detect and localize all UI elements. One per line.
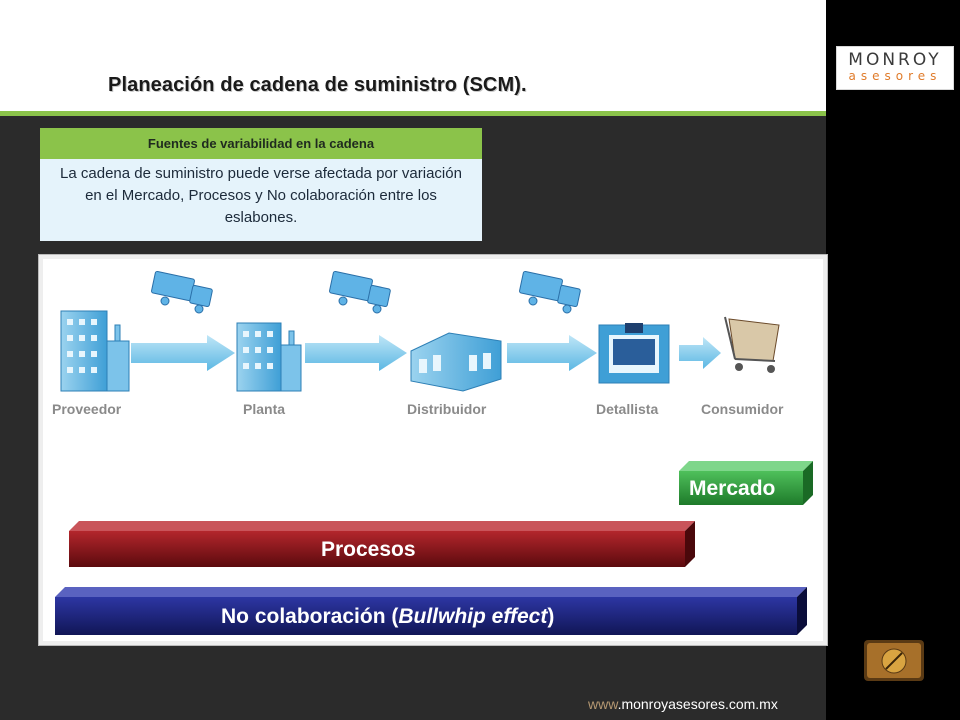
info-box-body: La cadena de suministro puede verse afec…	[60, 165, 462, 226]
footer-domain: .monroyasesores.com.mx	[617, 696, 778, 712]
mercado-bar	[679, 461, 813, 505]
no-colaboracion-suffix: )	[547, 605, 555, 628]
supplier-building-icon	[60, 310, 130, 392]
shopping-cart-icon	[724, 316, 780, 373]
arrow-distribuidor-detallista	[507, 335, 597, 371]
mercado-label: Mercado	[689, 477, 776, 500]
procesos-label: Procesos	[321, 538, 416, 561]
right-panel	[826, 0, 960, 720]
supply-chain-graphic	[55, 270, 813, 635]
procesos-bar	[69, 521, 695, 567]
info-box: Fuentes de variabilidad en la cadena La …	[40, 128, 482, 241]
node-label-proveedor: Proveedor	[52, 401, 122, 417]
arrow-planta-distribuidor	[305, 335, 407, 371]
node-label-detallista: Detallista	[596, 401, 659, 417]
slide-title: Planeación de cadena de suministro (SCM)…	[108, 74, 527, 96]
truck-icon-3	[519, 270, 581, 314]
no-colaboracion-bar	[55, 587, 807, 635]
node-label-consumidor: Consumidor	[701, 401, 784, 417]
truck-icon-1	[151, 270, 213, 314]
supply-chain-diagram: Proveedor Planta Distribuidor Detallista…	[38, 254, 828, 646]
arrow-detallista-consumidor	[679, 337, 721, 369]
node-label-distribuidor: Distribuidor	[407, 401, 487, 417]
distributor-warehouse-icon	[410, 332, 502, 392]
bullwhip-effect-text: Bullwhip effect	[398, 605, 548, 628]
footer-www: www	[588, 696, 618, 712]
logo-line2: asesores	[848, 69, 942, 83]
header-band	[0, 0, 826, 112]
monroy-logo: MONROY asesores	[836, 46, 954, 90]
retailer-store-icon	[598, 323, 670, 384]
no-colaboracion-prefix: No colaboración (	[221, 605, 399, 628]
arrow-proveedor-planta	[131, 335, 235, 371]
truck-icon-2	[329, 270, 391, 314]
compass-map-image	[864, 640, 924, 681]
node-label-planta: Planta	[243, 401, 286, 417]
header-divider	[0, 111, 826, 116]
logo-line1: MONROY	[848, 50, 942, 70]
info-box-header: Fuentes de variabilidad en la cadena	[40, 128, 482, 159]
plant-building-icon	[236, 322, 302, 392]
no-colaboracion-label: No colaboración (Bullwhip effect)	[221, 605, 554, 629]
footer-website[interactable]: www.monroyasesores.com.mx	[588, 696, 778, 712]
